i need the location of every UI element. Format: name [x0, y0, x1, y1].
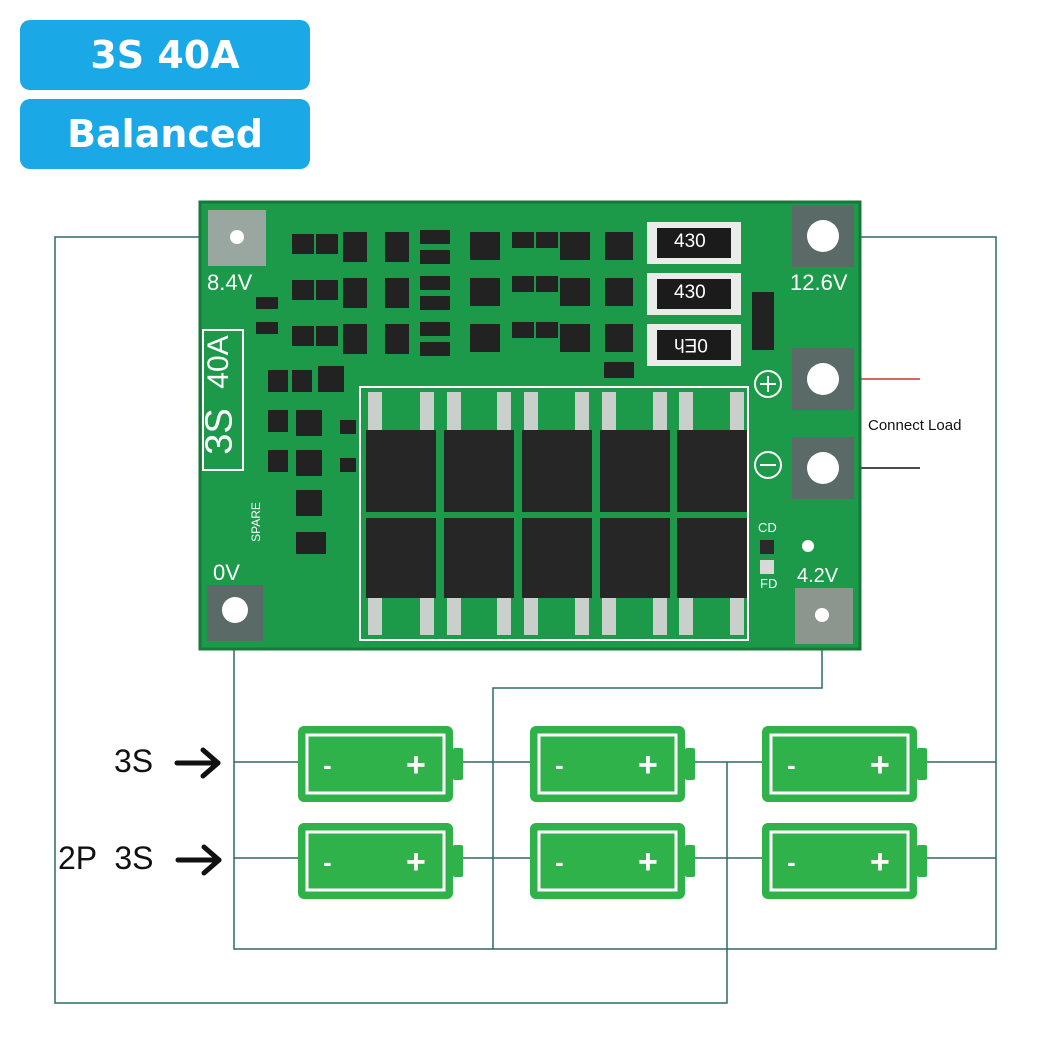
- pad-b-plus: [208, 210, 266, 266]
- label-12-6v: 12.6V: [790, 270, 848, 295]
- battery-minus-label: -: [787, 847, 796, 877]
- battery-cell-icon: -+: [762, 726, 927, 802]
- label-0v: 0V: [213, 560, 240, 585]
- pad-b-zero: [207, 585, 263, 641]
- arrow-right-icon: [174, 747, 221, 779]
- minus-symbol-icon: [754, 451, 782, 479]
- silk-spare: SPARE: [248, 502, 263, 542]
- row-arrows: [174, 747, 222, 876]
- battery-minus-label: -: [787, 750, 796, 780]
- battery-plus-label: +: [638, 843, 658, 881]
- pad-load-minus: [792, 437, 854, 499]
- battery-plus-label: +: [638, 746, 658, 784]
- connect-load-label: Connect Load: [868, 417, 962, 434]
- battery-plus-label: +: [870, 843, 890, 881]
- title-badge-balanced: Balanced: [20, 99, 310, 169]
- resistor-code-2: 430: [674, 282, 706, 303]
- battery-cell-icon: -+: [530, 823, 695, 899]
- pad-b-mid-right: [795, 588, 853, 644]
- pad-b-top-right: [792, 205, 854, 267]
- battery-cell-icon: -+: [762, 823, 927, 899]
- row-label-3s: 3S: [114, 743, 154, 779]
- battery-array: -+-+-+-+-+-+: [298, 726, 927, 899]
- silk-40a: 40A: [202, 335, 235, 389]
- resistor-code-3: 0Eh: [674, 334, 708, 355]
- mark-cd: CD: [758, 520, 777, 535]
- label-4-2v: 4.2V: [797, 565, 839, 587]
- wire-4v2: [492, 620, 823, 949]
- wiring: [54, 236, 997, 1004]
- mosfet-array: [366, 392, 747, 635]
- battery-cell-icon: -+: [298, 823, 463, 899]
- arrow-right-icon: [175, 844, 222, 876]
- wire-b-plus: [54, 236, 728, 1004]
- battery-cell-icon: -+: [298, 726, 463, 802]
- wire-outer-right: [233, 236, 997, 950]
- pad-load-plus: [792, 348, 854, 410]
- battery-minus-label: -: [555, 847, 564, 877]
- battery-plus-label: +: [406, 746, 426, 784]
- battery-cell-icon: -+: [530, 726, 695, 802]
- silk-3s: 3S: [198, 408, 241, 455]
- row-label-2p-3s: 2P 3S: [58, 840, 154, 876]
- battery-minus-label: -: [323, 750, 332, 780]
- shunt-resistors: [647, 222, 741, 366]
- battery-plus-label: +: [870, 746, 890, 784]
- battery-minus-label: -: [555, 750, 564, 780]
- mark-fd: FD: [760, 576, 778, 591]
- label-8-4v: 8.4V: [207, 270, 253, 295]
- smd-components: [256, 230, 774, 554]
- resistor-code-1: 430: [674, 231, 706, 252]
- pcb-board: [198, 200, 862, 651]
- battery-plus-label: +: [406, 843, 426, 881]
- battery-minus-label: -: [323, 847, 332, 877]
- title-badge-3s-40a: 3S 40A: [20, 20, 310, 90]
- plus-symbol-icon: [754, 370, 782, 398]
